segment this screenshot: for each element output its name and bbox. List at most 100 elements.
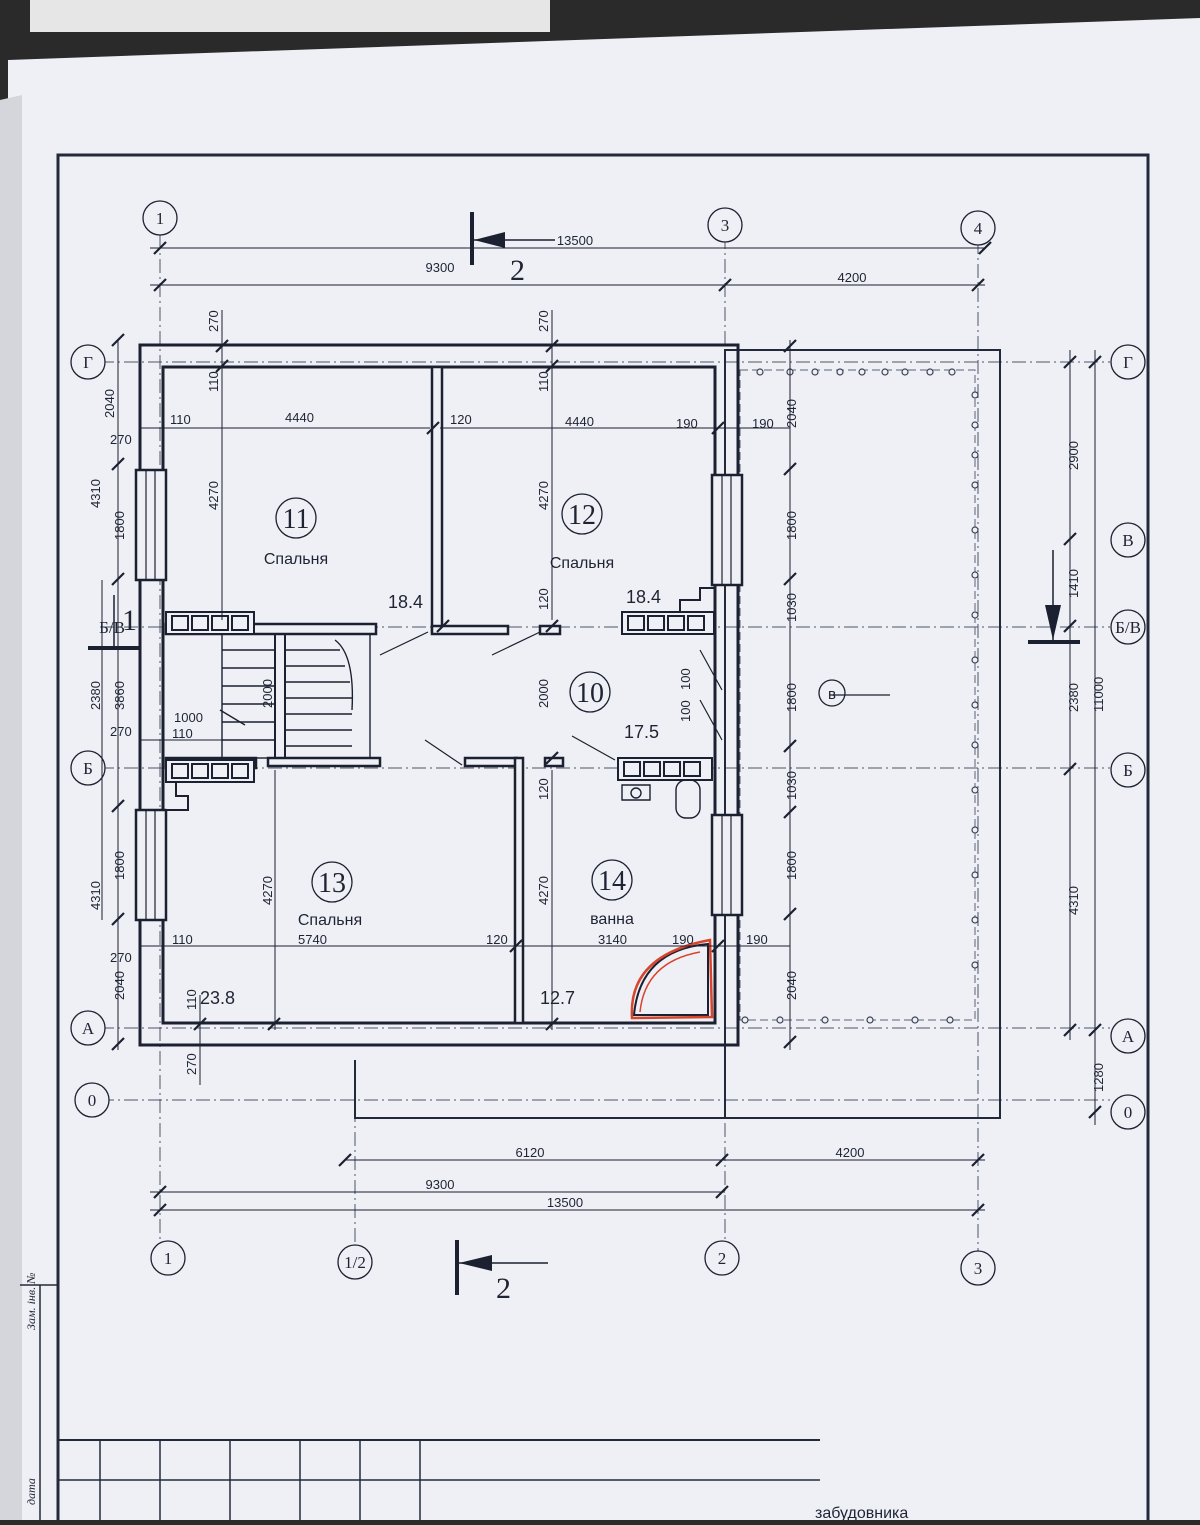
svg-text:1800: 1800 (112, 511, 127, 540)
axis-right-v: В (1122, 531, 1133, 550)
svg-text:270: 270 (206, 310, 221, 332)
stamp-date: дата (24, 1478, 38, 1505)
dimension-lines (101, 247, 1096, 1211)
svg-text:2040: 2040 (784, 971, 799, 1000)
room-10: 10 17.5 (569, 671, 659, 742)
svg-text:5740: 5740 (298, 932, 327, 947)
dim-bottom-b: 4200 (836, 1145, 865, 1160)
dimension-text: 13500 9300 4200 6120 4200 9300 13500 270… (88, 233, 1106, 1210)
axis-right-0: 0 (1124, 1103, 1133, 1122)
svg-text:12.7: 12.7 (540, 988, 575, 1008)
svg-text:4310: 4310 (88, 881, 103, 910)
svg-text:4270: 4270 (260, 876, 275, 905)
dim-top-a: 9300 (426, 260, 455, 275)
axis-left-0: 0 (88, 1091, 97, 1110)
svg-text:2: 2 (496, 1272, 511, 1305)
svg-text:4270: 4270 (206, 481, 221, 510)
svg-text:1800: 1800 (784, 683, 799, 712)
svg-text:120: 120 (450, 412, 472, 427)
footer-text: забудовника (815, 1505, 908, 1520)
grid-bubbles (70, 200, 1146, 1286)
terrace-mark: в (818, 679, 846, 707)
axis-top-4: 4 (974, 219, 983, 238)
axis-bottom-3: 3 (974, 1259, 983, 1278)
corner-bath (630, 938, 714, 1020)
axis-right-a: А (1122, 1027, 1135, 1046)
svg-text:100: 100 (678, 668, 693, 690)
svg-text:2900: 2900 (1066, 441, 1081, 470)
svg-text:190: 190 (752, 416, 774, 431)
drawing-frame (56, 153, 1150, 1525)
svg-text:1030: 1030 (784, 771, 799, 800)
dim-bottom-a: 6120 (516, 1145, 545, 1160)
svg-text:в: в (828, 686, 836, 703)
svg-text:1280: 1280 (1091, 1063, 1106, 1092)
dimension-ticks (111, 241, 1102, 1217)
svg-text:110: 110 (172, 932, 193, 947)
svg-text:1800: 1800 (784, 511, 799, 540)
svg-text:4310: 4310 (88, 479, 103, 508)
svg-text:100: 100 (678, 700, 693, 722)
section-mark-left: 1 (88, 595, 140, 650)
svg-text:Спальня: Спальня (550, 555, 614, 572)
section-mark-bottom: 2 (455, 1240, 548, 1305)
svg-text:120: 120 (536, 778, 551, 800)
svg-text:190: 190 (676, 416, 698, 431)
dim-top-b: 4200 (838, 270, 867, 285)
svg-text:120: 120 (486, 932, 508, 947)
svg-text:2380: 2380 (88, 681, 103, 710)
svg-text:11000: 11000 (1091, 677, 1106, 712)
axis-right-b: Б (1123, 761, 1133, 780)
section-mark-right (1028, 550, 1080, 644)
svg-text:4440: 4440 (565, 414, 594, 429)
vent-blocks (165, 587, 715, 811)
svg-text:2040: 2040 (102, 389, 117, 418)
svg-text:Спальня: Спальня (298, 912, 362, 929)
room-14: 14 ванна 12.7 (540, 859, 634, 1008)
svg-text:110: 110 (206, 371, 221, 392)
svg-text:10: 10 (576, 678, 604, 709)
room-13: 13 Спальня 23.8 (200, 861, 362, 1008)
axis-right-g: Г (1123, 353, 1133, 372)
svg-text:1000: 1000 (174, 710, 203, 725)
svg-text:4310: 4310 (1066, 886, 1081, 915)
svg-text:270: 270 (110, 950, 132, 965)
axis-top-3: 3 (721, 216, 730, 235)
svg-text:1: 1 (122, 604, 137, 637)
svg-text:1410: 1410 (1066, 569, 1081, 598)
svg-text:1800: 1800 (112, 851, 127, 880)
svg-text:270: 270 (184, 1053, 199, 1075)
svg-text:110: 110 (536, 371, 551, 392)
svg-text:18.4: 18.4 (626, 587, 661, 607)
svg-text:270: 270 (536, 310, 551, 332)
axis-left-g: Г (83, 353, 93, 372)
svg-text:4270: 4270 (536, 481, 551, 510)
dim-bottom-total: 13500 (547, 1195, 583, 1210)
svg-text:110: 110 (184, 989, 199, 1010)
svg-text:110: 110 (172, 726, 193, 741)
svg-text:2: 2 (510, 254, 525, 287)
svg-text:3140: 3140 (598, 932, 627, 947)
dim-top-total: 13500 (557, 233, 593, 248)
axis-left-b: Б (83, 759, 93, 778)
svg-text:270: 270 (110, 724, 132, 739)
svg-text:2040: 2040 (112, 971, 127, 1000)
paper (8, 18, 1200, 1520)
axis-left-a: А (82, 1019, 95, 1038)
axis-bottom-2: 2 (718, 1249, 727, 1268)
room-labels: 11 Спальня 18.4 12 Спальня 18.4 10 17.5 … (200, 493, 846, 1008)
window-openings (134, 468, 744, 922)
svg-text:23.8: 23.8 (200, 988, 235, 1008)
svg-text:1030: 1030 (784, 593, 799, 622)
svg-text:1800: 1800 (784, 851, 799, 880)
dim-bottom-c: 9300 (426, 1177, 455, 1192)
svg-text:120: 120 (536, 588, 551, 610)
axis-top-1: 1 (156, 209, 165, 228)
svg-text:2040: 2040 (784, 399, 799, 428)
svg-text:14: 14 (598, 866, 626, 897)
svg-text:11: 11 (283, 504, 310, 535)
svg-text:17.5: 17.5 (624, 722, 659, 742)
svg-text:2000: 2000 (536, 679, 551, 708)
